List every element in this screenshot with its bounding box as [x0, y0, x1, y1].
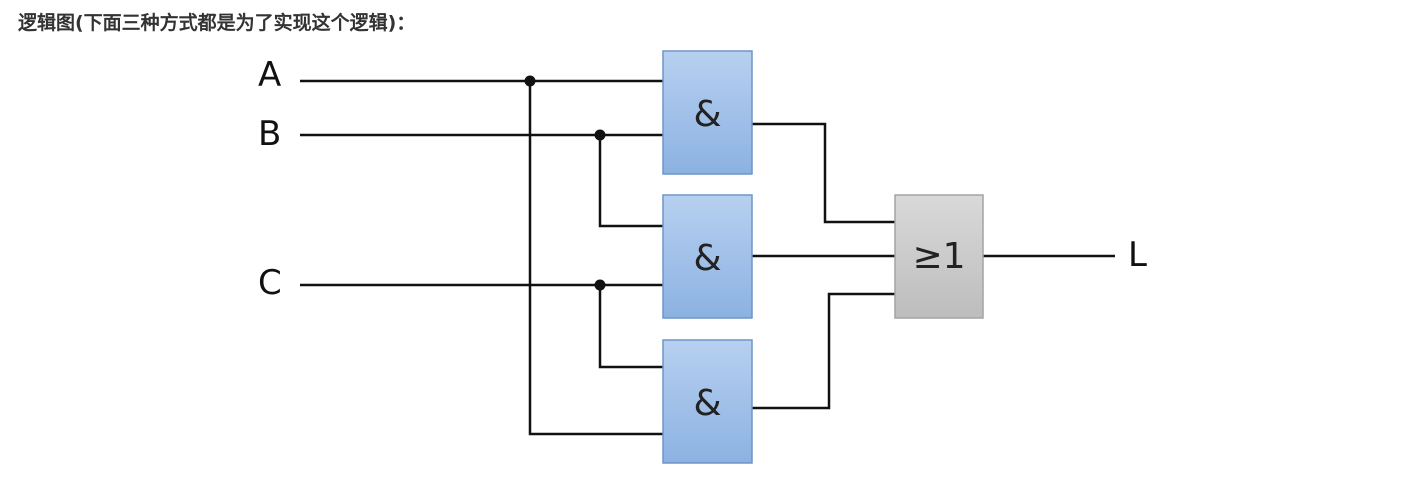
junction-dot-c: [594, 279, 606, 291]
junction-dot-a: [524, 75, 536, 87]
wire-gate3-to-or: [752, 292, 895, 410]
input-label-b: B: [258, 114, 281, 154]
and-gate-1: &: [662, 50, 753, 175]
and-gate-1-symbol: &: [693, 94, 721, 135]
and-gate-2: &: [662, 194, 753, 319]
junction-dot-b: [594, 129, 606, 141]
output-label-l: L: [1128, 235, 1147, 275]
input-label-a: A: [258, 55, 281, 95]
wire-a-to-gate3: [528, 81, 663, 436]
and-gate-2-symbol: &: [693, 238, 721, 279]
and-gate-3: &: [662, 339, 753, 464]
wire-gate1-to-or: [752, 122, 895, 224]
wire-b-to-gate2: [598, 135, 663, 228]
or-gate-symbol: ≥1: [912, 236, 965, 277]
wire-c-to-gate3: [598, 285, 663, 369]
or-gate: ≥1: [894, 194, 984, 319]
and-gate-3-symbol: &: [693, 383, 721, 424]
input-label-c: C: [258, 263, 282, 303]
page-title: 逻辑图(下面三种方式都是为了实现这个逻辑)：: [18, 12, 416, 34]
